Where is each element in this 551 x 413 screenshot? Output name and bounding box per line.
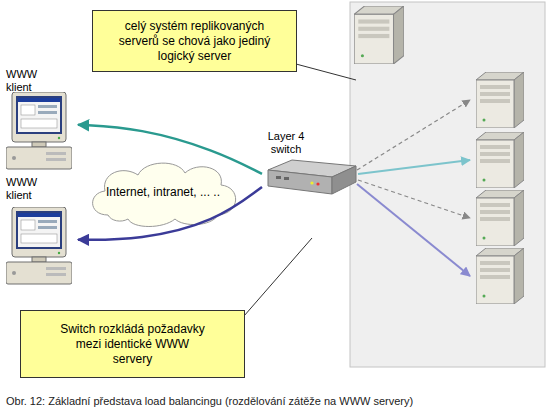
traffic-arrow: [78, 187, 262, 240]
switch-led: [310, 181, 313, 184]
leader-line: [244, 238, 312, 316]
switch-port: [276, 176, 281, 179]
web-server: [476, 72, 524, 128]
node-label: WWW klient: [4, 68, 56, 94]
node-label: Internet, intranet, ... ..: [104, 185, 222, 200]
web-server: [476, 190, 524, 246]
node-label: celý systém replikovaných serverů se cho…: [113, 19, 276, 64]
layer4-switch: Layer 4 switch: [262, 130, 356, 203]
callout-box: Switch rozkládá požadavky mezi identické…: [20, 310, 245, 378]
cloud-outline: [93, 163, 236, 226]
server-tower: [354, 6, 404, 64]
callout-box: celý systém replikovaných serverů se cho…: [92, 10, 297, 72]
figure-caption: Obr. 12: Základní představa load balanci…: [6, 394, 413, 408]
server-arrow: [357, 184, 470, 276]
node-label: Switch rozkládá požadavky mezi identické…: [60, 322, 205, 367]
leader-line: [296, 64, 356, 80]
network-cloud: Internet, intranet, ... ..: [83, 155, 243, 230]
server-panel: [350, 2, 545, 367]
switch-front: [268, 170, 332, 194]
client-computer: [6, 92, 72, 169]
web-server: [476, 132, 524, 188]
client-computer: [6, 207, 72, 284]
switch-side: [332, 166, 356, 194]
traffic-arrow: [78, 125, 262, 174]
node-label: WWW klient: [4, 176, 56, 202]
switch-led: [316, 182, 319, 185]
node-label: Layer 4 switch: [262, 130, 310, 156]
web-server: [476, 248, 524, 304]
switch-port: [284, 177, 289, 180]
client-station: WWW klient: [4, 68, 78, 173]
server-arrow: [358, 160, 470, 174]
client-station: WWW klient: [4, 176, 78, 294]
server-arrow: [357, 100, 470, 170]
